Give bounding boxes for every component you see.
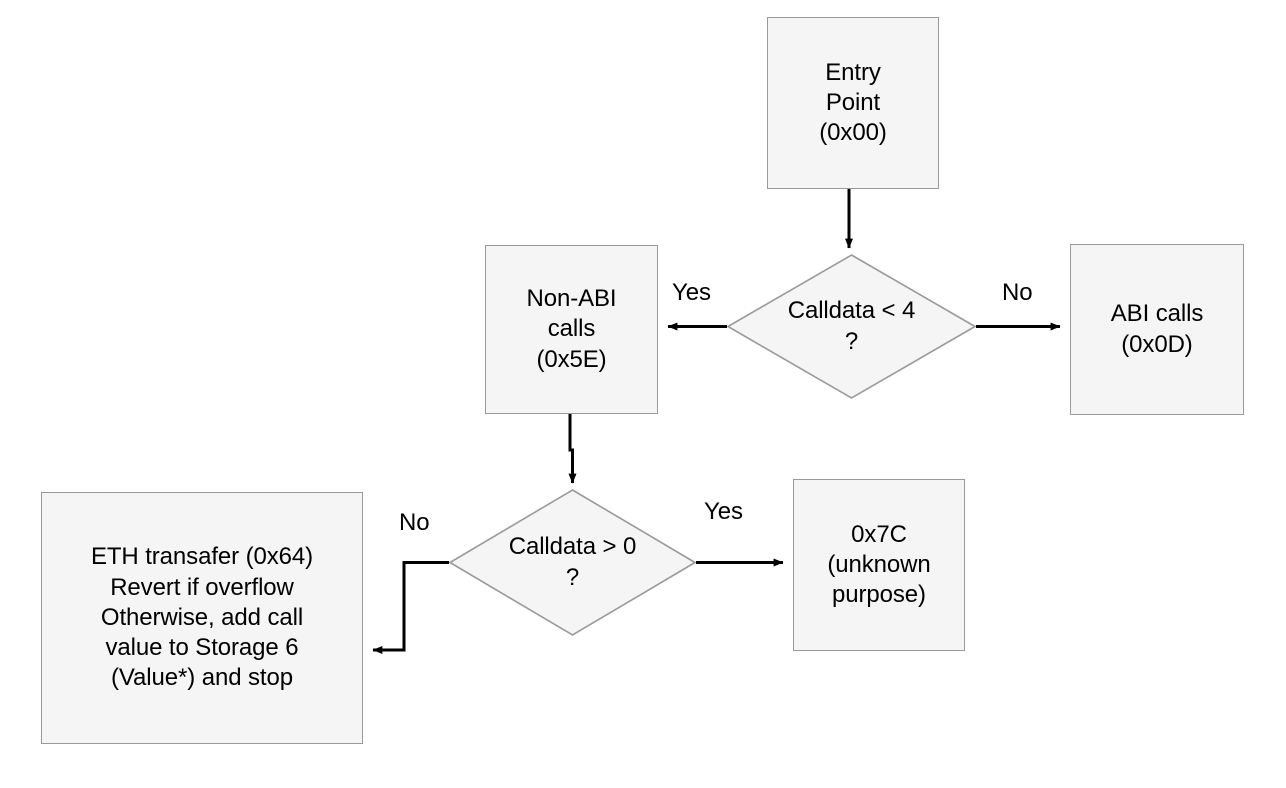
node-entry-point[interactable]: Entry Point (0x00) xyxy=(767,17,939,189)
edge-label-yes-calldata-lt-4: Yes xyxy=(672,279,711,306)
edge-label-yes-calldata-gt-0: Yes xyxy=(704,498,743,525)
edge-label-no-calldata-gt-0: No xyxy=(399,509,430,536)
node-non-abi-calls-label: Non-ABI calls (0x5E) xyxy=(526,285,617,373)
node-decision-calldata-lt-4-label: Calldata < 4 ? xyxy=(787,297,916,355)
node-decision-calldata-gt-0[interactable]: Calldata > 0 ? xyxy=(449,489,696,636)
node-decision-calldata-gt-0-label: Calldata > 0 ? xyxy=(508,533,637,591)
node-eth-transfer[interactable]: ETH transafer (0x64) Revert if overflow … xyxy=(41,492,363,744)
node-unknown-purpose-label: 0x7C (unknown purpose) xyxy=(827,520,931,609)
diamond-shape xyxy=(449,489,696,636)
node-abi-calls[interactable]: ABI calls (0x0D) xyxy=(1070,244,1244,415)
edge-non-abi-to-decision2 xyxy=(568,414,577,484)
diamond-shape xyxy=(727,254,976,399)
node-abi-calls-label: ABI calls (0x0D) xyxy=(1110,300,1204,358)
node-decision-calldata-lt-4[interactable]: Calldata < 4 ? xyxy=(727,254,976,399)
node-entry-point-label: Entry Point (0x00) xyxy=(819,58,887,147)
edge-label-no-calldata-lt-4: No xyxy=(1002,279,1033,306)
node-eth-transfer-label: ETH transafer (0x64) Revert if overflow … xyxy=(90,543,314,692)
edge-decision2-to-eth xyxy=(372,561,449,654)
node-non-abi-calls[interactable]: Non-ABI calls (0x5E) xyxy=(485,245,658,414)
node-unknown-purpose[interactable]: 0x7C (unknown purpose) xyxy=(793,479,965,651)
